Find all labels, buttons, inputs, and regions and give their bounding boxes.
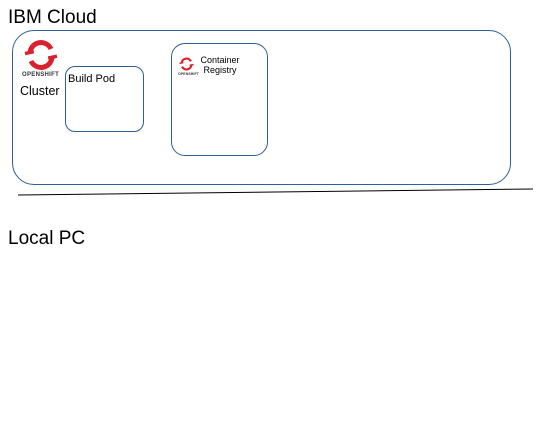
build-pod-label: Build Pod (68, 73, 116, 85)
openshift-logo-small-icon (179, 57, 194, 71)
container-registry-label: Container Registry (200, 55, 240, 75)
cluster-label: Cluster (20, 84, 60, 98)
local-pc-title: Local PC (8, 228, 86, 249)
build-pod-box (65, 66, 144, 132)
ibm-cloud-title: IBM Cloud (8, 7, 97, 28)
openshift-wordmark: OPENSHIFT (22, 72, 60, 78)
cluster-box (12, 30, 511, 185)
container-registry-box (171, 43, 268, 156)
openshift-logo-icon (24, 40, 58, 70)
openshift-wordmark-small: OPENSHIFT (178, 72, 199, 76)
